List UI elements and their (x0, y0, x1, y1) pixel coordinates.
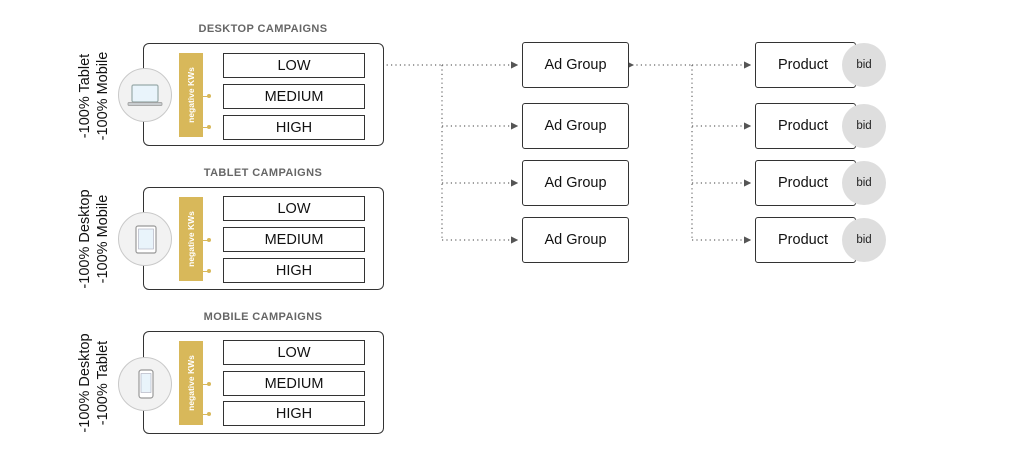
bid-badge: bid (842, 161, 886, 205)
keyword-medium-desktop: MEDIUM (223, 84, 365, 109)
negative-keywords-label: negative KWs (186, 67, 196, 123)
connector-stub (203, 384, 209, 385)
bid-badge: bid (842, 104, 886, 148)
side-label-tablet: -100% Desktop -100% Mobile (72, 184, 116, 294)
tablet-icon (118, 212, 172, 266)
side-label-line-2: -100% Mobile (95, 51, 111, 141)
negative-keywords-bar-mobile: negative KWs (179, 341, 203, 425)
connector-stub (203, 240, 209, 241)
ad-group-node: Ad Group (522, 103, 629, 149)
product-label: Product (778, 118, 828, 134)
connector-dot (207, 94, 211, 98)
side-label-mobile: -100% Desktop -100% Tablet (72, 328, 116, 438)
ad-group-node: Ad Group (522, 160, 629, 206)
keyword-high-tablet: HIGH (223, 258, 365, 283)
keyword-medium-mobile: MEDIUM (223, 371, 365, 396)
bid-badge: bid (842, 218, 886, 262)
adgroup-output-arrow (628, 62, 634, 68)
phone-icon (118, 357, 172, 411)
product-label: Product (778, 57, 828, 73)
product-label: Product (778, 232, 828, 248)
keyword-low-desktop: LOW (223, 53, 365, 78)
side-label-line-1: -100% Desktop (77, 189, 93, 289)
side-label-line-1: -100% Tablet (77, 53, 93, 139)
ad-group-node: Ad Group (522, 217, 629, 263)
keyword-low-mobile: LOW (223, 340, 365, 365)
connector-stub (203, 127, 209, 128)
connector-dot (207, 382, 211, 386)
side-label-desktop: -100% Tablet -100% Mobile (72, 41, 116, 151)
product-node: Product (755, 42, 856, 88)
connector-stub (203, 414, 209, 415)
keyword-high-desktop: HIGH (223, 115, 365, 140)
side-label-line-2: -100% Mobile (95, 194, 111, 284)
negative-keywords-bar-tablet: negative KWs (179, 197, 203, 281)
negative-keywords-bar-desktop: negative KWs (179, 53, 203, 137)
campaign-title-mobile: MOBILE CAMPAIGNS (203, 311, 323, 323)
connector-dot (207, 125, 211, 129)
connector-dot (207, 412, 211, 416)
campaign-title-desktop: DESKTOP CAMPAIGNS (198, 23, 328, 35)
ad-group-node: Ad Group (522, 42, 629, 88)
keyword-high-mobile: HIGH (223, 401, 365, 426)
bid-badge: bid (842, 43, 886, 87)
product-node: Product (755, 160, 856, 206)
campaign-title-tablet: TABLET CAMPAIGNS (203, 167, 323, 179)
keyword-medium-tablet: MEDIUM (223, 227, 365, 252)
side-label-line-1: -100% Desktop (77, 333, 93, 433)
product-node: Product (755, 217, 856, 263)
product-node: Product (755, 103, 856, 149)
side-label-line-2: -100% Tablet (95, 340, 111, 426)
keyword-low-tablet: LOW (223, 196, 365, 221)
negative-keywords-label: negative KWs (186, 355, 196, 411)
connector-dot (207, 269, 211, 273)
connector-dot (207, 238, 211, 242)
product-label: Product (778, 175, 828, 191)
connector-stub (203, 96, 209, 97)
laptop-icon (118, 68, 172, 122)
negative-keywords-label: negative KWs (186, 211, 196, 267)
connector-stub (203, 271, 209, 272)
